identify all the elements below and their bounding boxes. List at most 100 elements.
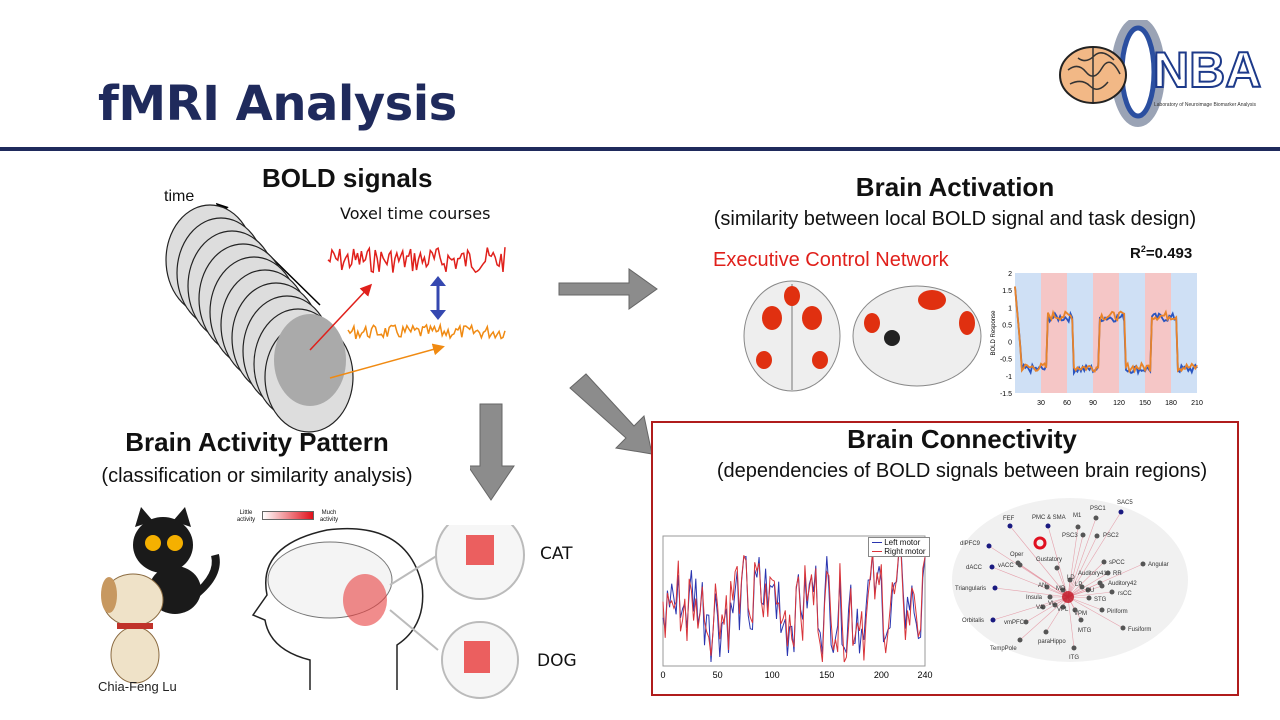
xtick-label: 150 xyxy=(1139,400,1151,407)
region-node xyxy=(1140,561,1146,567)
region-node xyxy=(986,543,992,549)
r2-letter: R xyxy=(1130,245,1141,262)
region-label: M1 xyxy=(1073,513,1082,519)
region-node xyxy=(1118,509,1124,515)
ytick-label: 1.5 xyxy=(1002,288,1012,295)
ytick-label: 1 xyxy=(1008,305,1012,312)
bold-signals-title: BOLD signals xyxy=(262,163,433,193)
ytick-label: -1.5 xyxy=(1000,391,1012,398)
task-block xyxy=(1119,273,1145,393)
ytick-label: -0.5 xyxy=(1000,357,1012,364)
region-label: RR xyxy=(1113,571,1122,577)
brain-activation-title: Brain Activation xyxy=(855,172,1055,202)
credit-text: Chia-Feng Lu xyxy=(98,679,177,694)
region-label: sPCC xyxy=(1109,560,1125,566)
region-node xyxy=(1109,589,1115,595)
region-node xyxy=(1045,523,1051,529)
connection-edge xyxy=(1067,596,1124,629)
region-label: Piriform xyxy=(1107,609,1128,615)
region-label: AN xyxy=(1038,583,1046,589)
red-voxel-signal xyxy=(327,245,506,274)
r2-value: =0.493 xyxy=(1145,245,1193,262)
bold-response-line xyxy=(1014,286,1198,374)
title-divider xyxy=(0,147,1280,151)
region-label: PSC1 xyxy=(1090,506,1106,512)
activity-colorbar xyxy=(262,511,314,520)
legend-right-motor: Right motor xyxy=(884,547,926,556)
region-label: Triangularis xyxy=(955,586,986,592)
xtick-label: 0 xyxy=(660,670,665,680)
connection-edge xyxy=(1067,517,1097,598)
down-arrow-icon xyxy=(470,403,515,501)
orange-voxel-signal xyxy=(347,322,506,340)
connection-edge xyxy=(1047,525,1069,598)
region-label: PSC3 xyxy=(1062,533,1078,539)
network-label: Executive Control Network xyxy=(713,249,949,271)
region-label: LP xyxy=(1075,582,1082,588)
region-node xyxy=(1093,515,1099,521)
region-node xyxy=(1060,587,1066,593)
connection-edge xyxy=(1067,535,1098,598)
legend-left-motor: Left motor xyxy=(884,538,921,547)
brain-slice-stack xyxy=(165,204,354,433)
left-motor-line xyxy=(662,546,926,663)
region-node xyxy=(1078,617,1084,623)
region-label: Fusiform xyxy=(1128,627,1151,633)
region-node xyxy=(1054,565,1060,571)
region-label: LD xyxy=(1067,575,1075,581)
region-node xyxy=(1099,607,1105,613)
region-label: vACC xyxy=(998,563,1014,569)
time-label: time xyxy=(164,188,195,205)
xtick-label: 210 xyxy=(1191,400,1203,407)
connection-edge xyxy=(1025,596,1069,623)
region-label: VA xyxy=(1036,605,1044,611)
xtick-label: 150 xyxy=(819,670,834,680)
logo-caption: Laboratory of Neuroimage Biomarker Analy… xyxy=(1154,102,1256,108)
r-squared-label: R2=0.493 xyxy=(1130,244,1192,262)
region-label: PSC2 xyxy=(1103,533,1119,539)
connection-edge xyxy=(1067,572,1109,598)
region-label: dACC xyxy=(966,565,983,571)
logo-text: NBA xyxy=(1152,41,1262,99)
region-node xyxy=(1017,637,1023,643)
connectivity-panel xyxy=(651,421,1239,696)
xtick-label: 100 xyxy=(765,670,780,680)
ytick-label: -1 xyxy=(1006,374,1012,381)
activity-pattern-subtitle: (classification or similarity analysis) xyxy=(101,465,413,487)
xtick-label: 30 xyxy=(1037,400,1045,407)
region-node xyxy=(1047,594,1053,600)
ytick-label: 0 xyxy=(1008,340,1012,347)
double-arrow-icon xyxy=(430,276,446,320)
head-brain-illustration xyxy=(251,525,525,699)
region-label: Orbitalis xyxy=(962,618,984,624)
region-label: MTG xyxy=(1078,628,1092,634)
region-label: VPM xyxy=(1074,611,1087,617)
region-node xyxy=(1079,584,1085,590)
region-node xyxy=(1071,645,1077,651)
task-block xyxy=(1067,273,1093,393)
region-label: SAC5 xyxy=(1117,500,1133,506)
region-node xyxy=(1099,583,1105,589)
region-node xyxy=(1120,625,1126,631)
xtick-label: 90 xyxy=(1089,400,1097,407)
legend-high-label: Much activity xyxy=(319,510,339,523)
region-label: Gustatory xyxy=(1036,557,1062,563)
xtick-label: 60 xyxy=(1063,400,1071,407)
region-label: paraHippo xyxy=(1038,639,1066,645)
connection-edge xyxy=(991,566,1069,598)
region-node xyxy=(1044,584,1050,590)
region-node xyxy=(1094,533,1100,539)
region-node xyxy=(1007,523,1013,529)
region-node xyxy=(1040,604,1046,610)
region-node xyxy=(1067,577,1073,583)
hub-node xyxy=(1062,591,1074,603)
connectivity-title: Brain Connectivity xyxy=(847,424,1077,454)
right-arrow-icon xyxy=(558,268,658,310)
task-block xyxy=(1093,273,1119,393)
connection-edge xyxy=(1067,511,1122,598)
region-node xyxy=(990,617,996,623)
connection-edge xyxy=(1067,534,1084,598)
legend-low-label: Little activity xyxy=(236,510,256,523)
region-node xyxy=(1101,559,1107,565)
connection-edge xyxy=(992,596,1069,621)
